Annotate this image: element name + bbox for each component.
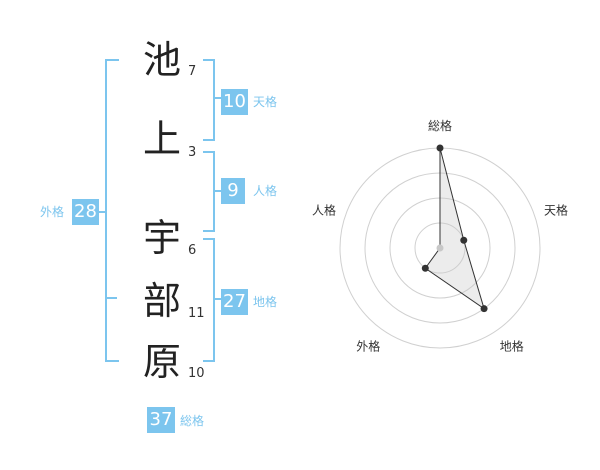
gaikaku-bracket-tick <box>105 297 117 299</box>
name-char-4: 部 <box>142 279 181 323</box>
gaikaku-connector <box>99 211 107 213</box>
name-char-3: 宇 <box>142 216 181 260</box>
stroke-count-5: 10 <box>188 366 205 381</box>
chikaku-bracket <box>203 238 215 362</box>
soukaku-label: 総格 <box>180 414 205 428</box>
name-char-1: 池 <box>142 38 181 82</box>
name-char-2: 上 <box>142 117 181 161</box>
tenkaku-label: 天格 <box>253 95 278 109</box>
radar-axis-label: 総格 <box>428 118 452 133</box>
name-char-5: 原 <box>142 340 181 384</box>
radar-point <box>460 236 468 244</box>
stroke-count-2: 3 <box>188 145 197 160</box>
radar-point <box>421 264 429 272</box>
tenkaku-value: 10 <box>221 89 248 115</box>
radar-point <box>436 144 444 152</box>
radar-axis-label: 天格 <box>544 202 568 217</box>
chikaku-connector <box>213 298 221 300</box>
tenkaku-bracket <box>203 59 215 141</box>
radar-center-dot <box>436 244 444 252</box>
gaikaku-bracket <box>105 59 119 362</box>
stroke-count-1: 7 <box>188 64 197 79</box>
radar-axis-label: 地格 <box>500 339 524 354</box>
chikaku-value: 27 <box>221 289 248 315</box>
jinkaku-connector <box>213 190 221 192</box>
jinkaku-value: 9 <box>221 178 245 204</box>
gaikaku-label: 外格 <box>40 205 65 219</box>
tenkaku-connector <box>213 97 221 99</box>
chikaku-label: 地格 <box>253 295 278 309</box>
soukaku-value: 37 <box>147 407 175 433</box>
radar-axis-label: 外格 <box>356 339 380 354</box>
stroke-count-3: 6 <box>188 243 197 258</box>
radar-point <box>480 305 488 313</box>
jinkaku-label: 人格 <box>253 184 278 198</box>
stroke-count-4: 11 <box>188 306 205 321</box>
gaikaku-value: 28 <box>72 199 99 225</box>
radar-polygon <box>424 147 485 310</box>
radar-axis-label: 人格 <box>312 202 336 217</box>
